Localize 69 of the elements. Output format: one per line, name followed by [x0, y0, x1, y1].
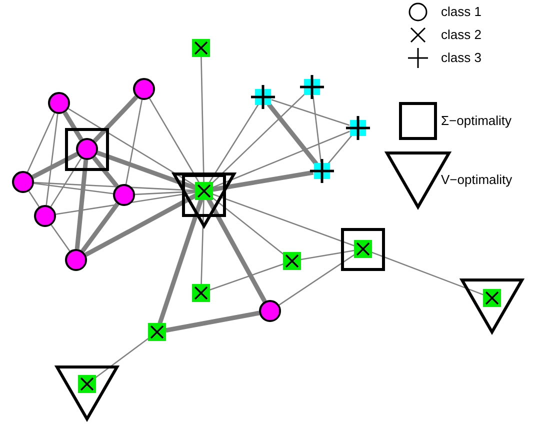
optimality-square [65, 128, 109, 170]
connector-line [300, 250, 354, 260]
class-1-circle-marker [133, 78, 155, 100]
optimality-triangle [460, 278, 524, 334]
legend-label: class 3 [441, 50, 482, 65]
connector-line [206, 198, 267, 302]
class-1-circle-marker [76, 138, 98, 160]
connector-line [312, 96, 322, 162]
connector-line [209, 263, 284, 291]
optimality-square [341, 228, 385, 270]
connector-line [74, 160, 88, 250]
connector-line [134, 190, 196, 196]
class-3-plus-marker [251, 85, 275, 109]
connector-line [84, 193, 198, 257]
class-2-cross-marker [78, 375, 96, 393]
connector-line [62, 111, 84, 141]
class-2-cross-marker [148, 323, 166, 341]
connector-line [28, 190, 40, 208]
connector-line [125, 100, 143, 184]
legend-label: class 2 [441, 27, 482, 42]
connector-line [212, 193, 355, 247]
connector-line [266, 102, 318, 166]
connector-line [92, 95, 138, 143]
class-1-circle-marker [48, 92, 70, 114]
class-1-circle-marker [259, 300, 281, 322]
connector-line [210, 92, 306, 186]
optimality-triangle [55, 365, 119, 421]
connector-line [68, 108, 197, 187]
connector-line [50, 158, 82, 208]
connector-line [200, 200, 204, 284]
class-3-plus-marker [310, 159, 334, 183]
legend-label: V−optimality [441, 172, 512, 187]
connector-line [208, 104, 259, 184]
connector-line [149, 98, 200, 184]
connector-line [46, 114, 58, 206]
connector-line [50, 224, 70, 252]
legend-label: class 1 [441, 4, 482, 19]
class-1-circle-marker [12, 171, 34, 193]
optimality-triangle [172, 172, 236, 228]
connector-line [158, 198, 204, 324]
class-2-cross-marker [192, 284, 210, 302]
connector-line [278, 253, 356, 306]
class-2-cross-marker [192, 39, 210, 57]
connector-line [371, 252, 484, 296]
class-2-cross-marker [483, 289, 501, 307]
class-1-circle-marker [65, 249, 87, 271]
connector-line [212, 130, 350, 188]
connector-line [271, 99, 350, 126]
class-3-plus-marker [346, 116, 370, 140]
connector-line [80, 202, 120, 252]
class-2-cross-marker [195, 182, 213, 200]
class-2-cross-marker [283, 252, 301, 270]
connector-line [165, 310, 260, 333]
class-3-plus-marker [300, 75, 324, 99]
connector-line [212, 170, 314, 192]
legend-label: Σ−optimality [441, 113, 512, 128]
connector-line [327, 134, 353, 165]
connector-line [34, 182, 114, 194]
connector-line [92, 156, 119, 188]
connector-line [96, 150, 196, 190]
class-2-cross-marker [354, 240, 372, 258]
connector-line [56, 192, 196, 215]
connector-line [34, 182, 196, 192]
connector-line [200, 56, 204, 182]
optimality-square [182, 174, 226, 216]
connector-line [26, 112, 56, 172]
connector-line [32, 152, 78, 179]
class-1-circle-marker [113, 184, 135, 206]
class-1-circle-marker [34, 205, 56, 227]
